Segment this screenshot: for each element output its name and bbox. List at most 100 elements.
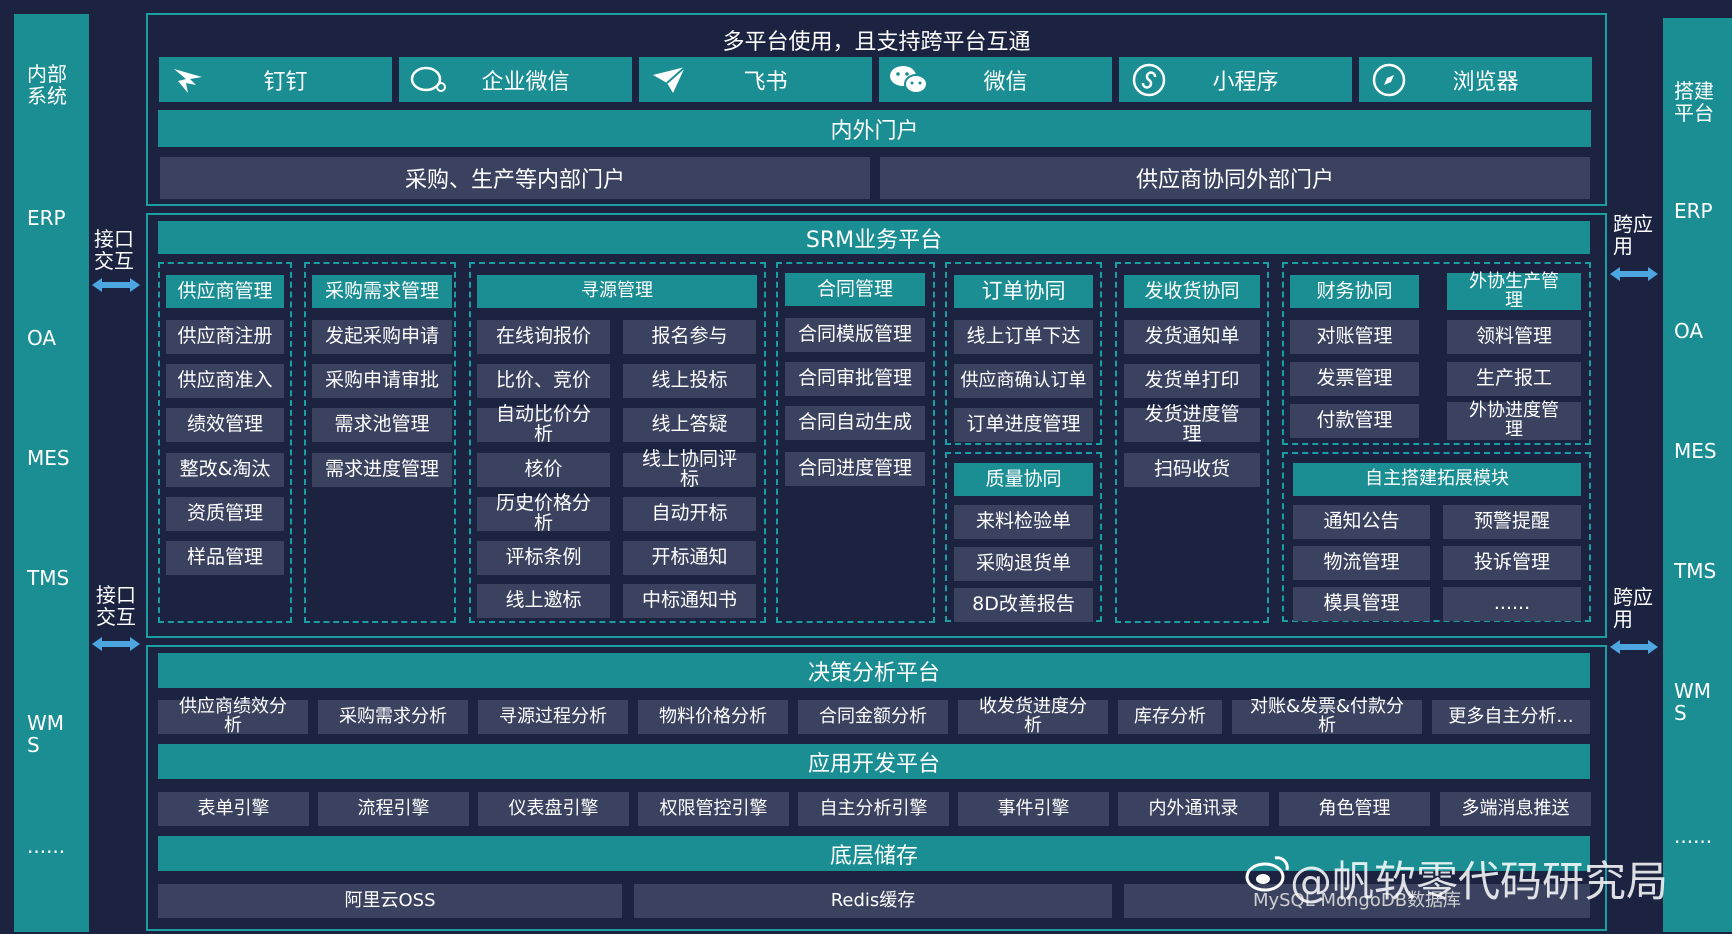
decision-item[interactable]: 物料价格分析 [638,700,788,734]
platform-miniprogram[interactable]: 小程序 [1119,57,1352,102]
sourcing-item[interactable]: 开标通知 [623,541,756,575]
storage-item[interactable]: MySQL MongoDB数据库 [1124,884,1590,918]
contract-item[interactable]: 合同审批管理 [785,362,925,396]
sourcing-item[interactable]: 核价 [477,453,610,487]
custom-item[interactable]: 通知公告 [1293,505,1430,539]
sourcing-item[interactable]: 自动开标 [623,497,756,531]
right-sidebar-item: OA [1674,319,1704,343]
order-item[interactable]: 线上订单下达 [954,320,1093,354]
supplier-header: 供应商管理 [166,275,284,308]
supplier-item[interactable]: 整改&淘汰 [166,453,284,487]
appdev-item[interactable]: 流程引擎 [318,792,469,826]
quality-item[interactable]: 采购退货单 [954,547,1093,581]
decision-item[interactable]: 供应商绩效分 析 [158,697,308,735]
dingtalk-icon [159,65,219,95]
outsource-item[interactable]: 外协进度管 理 [1447,401,1581,440]
sourcing-item[interactable]: 线上答疑 [623,408,756,442]
appdev-item[interactable]: 仪表盘引擎 [478,792,629,826]
supplier-item[interactable]: 供应商准入 [166,364,284,398]
sourcing-item[interactable]: 中标通知书 [623,584,756,618]
appdev-item[interactable]: 多端消息推送 [1440,792,1591,826]
decision-item[interactable]: 对账&发票&付款分 析 [1232,697,1422,735]
appdev-item[interactable]: 权限管控引擎 [638,792,789,826]
right-sidebar-item: ...... [1674,824,1713,848]
storage-item[interactable]: Redis缓存 [634,884,1112,918]
order-item[interactable]: 订单进度管理 [954,408,1093,442]
custom-item[interactable]: 模具管理 [1293,587,1430,621]
outsource-item[interactable]: 生产报工 [1447,362,1581,396]
weibo-logo-icon [1245,852,1291,898]
custom-item[interactable]: 投诉管理 [1443,546,1581,580]
group-sourcing [469,262,766,623]
srm-title: SRM业务平台 [158,221,1590,254]
storage-item[interactable]: 阿里云OSS [158,884,622,918]
custom-item[interactable]: 物流管理 [1293,546,1430,580]
delivery-item[interactable]: 发货通知单 [1124,320,1260,354]
storage-title: 底层储存 [158,836,1590,871]
custom-item[interactable]: ...... [1443,587,1581,621]
platform-label: 企业微信 [481,69,570,95]
decision-item[interactable]: 采购需求分析 [318,700,468,734]
decision-item[interactable]: 寻源过程分析 [478,700,628,734]
platform-browser[interactable]: 浏览器 [1359,57,1592,102]
left-sidebar-item: ...... [27,834,66,858]
finance-item[interactable]: 发票管理 [1290,362,1419,396]
appdev-item[interactable]: 表单引擎 [158,792,309,826]
decision-item[interactable]: 更多自主分析... [1432,700,1590,734]
appdev-item[interactable]: 自主分析引擎 [798,792,949,826]
appdev-item[interactable]: 内外通讯录 [1118,792,1269,826]
demand-item[interactable]: 发起采购申请 [312,320,452,354]
bottom-section-frame [146,645,1607,931]
contract-item[interactable]: 合同模版管理 [785,318,925,352]
outsource-header: 外协生产管 理 [1447,272,1581,310]
finance-item[interactable]: 付款管理 [1290,404,1419,438]
left-sidebar-item: TMS [27,566,70,590]
contract-item[interactable]: 合同进度管理 [785,452,925,486]
platform-wechat[interactable]: 微信 [879,57,1112,102]
supplier-item[interactable]: 样品管理 [166,541,284,575]
finance-item[interactable]: 对账管理 [1290,320,1419,354]
sourcing-item[interactable]: 自动比价分 析 [477,404,610,444]
demand-item[interactable]: 采购申请审批 [312,364,452,398]
sourcing-item[interactable]: 报名参与 [623,320,756,354]
custom-item[interactable]: 预警提醒 [1443,505,1581,539]
platform-label: 钉钉 [263,69,308,95]
delivery-item[interactable]: 发货进度管 理 [1124,404,1260,444]
wecom-icon [399,65,459,95]
order-item[interactable]: 供应商确认订单 [954,364,1093,398]
outsource-item[interactable]: 领料管理 [1447,320,1581,354]
sourcing-item[interactable]: 线上投标 [623,364,756,398]
sourcing-item[interactable]: 在线询报价 [477,320,610,354]
supplier-item[interactable]: 绩效管理 [166,408,284,442]
quality-item[interactable]: 8D改善报告 [954,588,1093,622]
sourcing-item[interactable]: 比价、竞价 [477,364,610,398]
supplier-item[interactable]: 供应商注册 [166,320,284,354]
appdev-item[interactable]: 角色管理 [1279,792,1430,826]
supplier-item[interactable]: 资质管理 [166,497,284,531]
internal-portal[interactable]: 采购、生产等内部门户 [160,157,870,199]
platform-label: 浏览器 [1452,69,1519,95]
right-sidebar-item: TMS [1674,559,1717,583]
delivery-item[interactable]: 扫码收货 [1124,453,1260,487]
delivery-item[interactable]: 发货单打印 [1124,364,1260,398]
platform-wecom[interactable]: 企业微信 [399,57,632,102]
double-arrow-icon [1610,267,1658,281]
decision-item[interactable]: 合同金额分析 [798,700,948,734]
appdev-item[interactable]: 事件引擎 [958,792,1109,826]
demand-item[interactable]: 需求进度管理 [312,453,452,487]
platform-dingtalk[interactable]: 钉钉 [159,57,392,102]
demand-item[interactable]: 需求池管理 [312,408,452,442]
sourcing-item[interactable]: 历史价格分 析 [477,493,610,533]
double-arrow-icon [1610,640,1658,654]
contract-item[interactable]: 合同自动生成 [785,406,925,440]
decision-item[interactable]: 收发货进度分 析 [958,697,1108,735]
platform-feishu[interactable]: 飞书 [639,57,872,102]
external-portal[interactable]: 供应商协同外部门户 [880,157,1590,199]
quality-item[interactable]: 来料检验单 [954,505,1093,539]
group-supplier [158,262,292,623]
sourcing-item[interactable]: 线上协同评 标 [623,449,756,489]
group-custom [1282,452,1591,622]
decision-item[interactable]: 库存分析 [1118,700,1222,734]
sourcing-item[interactable]: 线上邀标 [477,584,610,618]
sourcing-item[interactable]: 评标条例 [477,541,610,575]
